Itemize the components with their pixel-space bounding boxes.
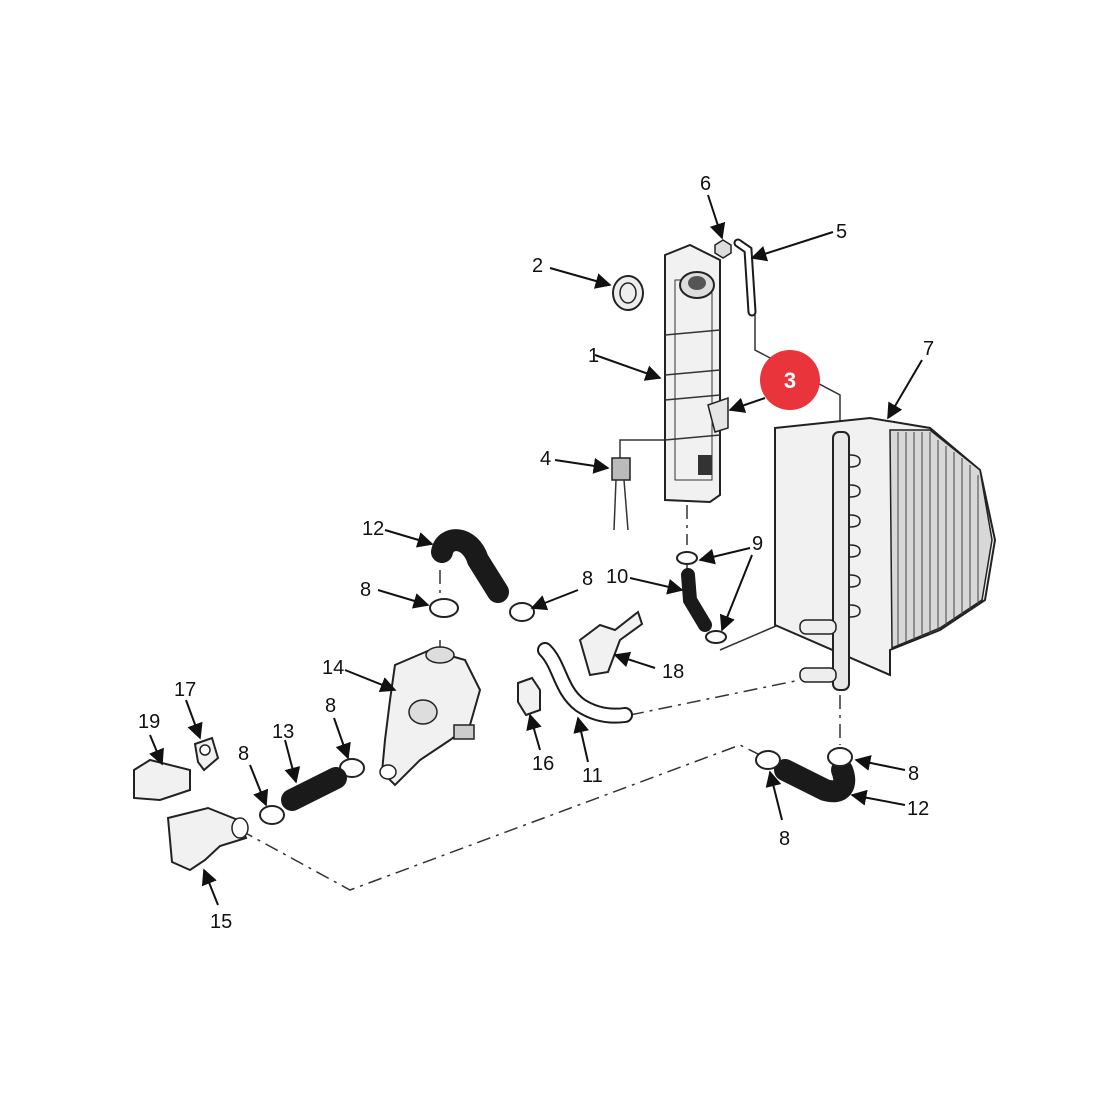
label-13: 13	[272, 721, 294, 743]
label-17: 17	[174, 679, 196, 701]
bypass-hose	[537, 642, 633, 724]
label-8b: 8	[582, 568, 593, 590]
radiator	[774, 416, 997, 691]
assembly-lines	[239, 315, 841, 891]
arrow-8b	[530, 589, 579, 611]
arrow-17	[185, 699, 203, 740]
callout-arrows	[149, 194, 923, 906]
arrow-3	[728, 397, 766, 413]
label-15: 15	[210, 911, 232, 933]
label-10: 10	[606, 566, 628, 588]
arrow-15	[201, 868, 219, 906]
coolant-reservoir	[664, 243, 729, 504]
arrow-12a	[384, 529, 434, 548]
coolant-pipe	[281, 767, 347, 811]
arrow-1	[594, 354, 662, 381]
label-8e: 8	[908, 763, 919, 785]
label-11: 11	[582, 765, 603, 787]
label-8a: 8	[360, 579, 371, 601]
arrow-2	[549, 267, 612, 289]
arrow-18	[613, 651, 656, 669]
bracket-block	[517, 676, 541, 717]
label-16: 16	[532, 753, 554, 775]
label-14: 14	[322, 657, 344, 679]
label-8d: 8	[238, 743, 249, 765]
arrow-10	[629, 577, 684, 595]
arrow-13	[284, 739, 301, 784]
arrow-14	[344, 669, 397, 693]
level-sensor	[611, 457, 631, 531]
outlet-elbow	[166, 806, 249, 872]
highlight-badge-circle	[760, 350, 820, 410]
label-19: 19	[138, 711, 160, 733]
arrow-4	[554, 457, 610, 474]
arrow-8f	[765, 770, 783, 821]
arrow-19	[149, 734, 164, 766]
label-8c: 8	[325, 695, 336, 717]
nut	[714, 239, 732, 259]
reservoir-cap	[612, 275, 644, 311]
callout-labels: 1 2 4 5 6 7 8 8 8 8 8 8 9 10 11 12 12 13…	[138, 173, 934, 933]
highlight-badge[interactable]: 3	[760, 350, 820, 410]
label-4: 4	[540, 448, 551, 470]
label-18: 18	[662, 661, 684, 683]
label-1: 1	[588, 345, 599, 367]
arrow-6	[707, 194, 726, 240]
upper-hose	[431, 529, 509, 603]
hose-clamps	[259, 598, 853, 825]
label-12a: 12	[362, 518, 384, 540]
arrow-12b	[850, 789, 906, 806]
support-bracket	[133, 758, 191, 802]
label-6: 6	[700, 173, 711, 195]
arrow-16	[526, 713, 542, 751]
arrow-8d	[249, 764, 269, 807]
water-pump	[379, 646, 482, 787]
vent-hose	[733, 238, 757, 317]
arrow-8c	[333, 717, 351, 760]
label-7: 7	[923, 338, 934, 360]
label-3: 3	[784, 368, 796, 393]
lower-hose	[774, 759, 856, 803]
mounting-bracket	[578, 610, 644, 677]
reservoir-outlet-hose	[676, 551, 727, 644]
label-8f: 8	[779, 828, 790, 850]
clip	[193, 736, 220, 772]
arrow-11	[573, 716, 589, 763]
label-5: 5	[836, 221, 847, 243]
arrow-7	[887, 359, 923, 420]
arrow-9b	[719, 554, 753, 632]
arrow-8a	[377, 589, 430, 609]
arrow-9a	[698, 547, 751, 565]
label-2: 2	[532, 255, 543, 277]
label-12b: 12	[907, 798, 929, 820]
arrow-5	[750, 231, 834, 262]
label-9: 9	[752, 533, 763, 555]
arrow-8e	[854, 755, 906, 771]
